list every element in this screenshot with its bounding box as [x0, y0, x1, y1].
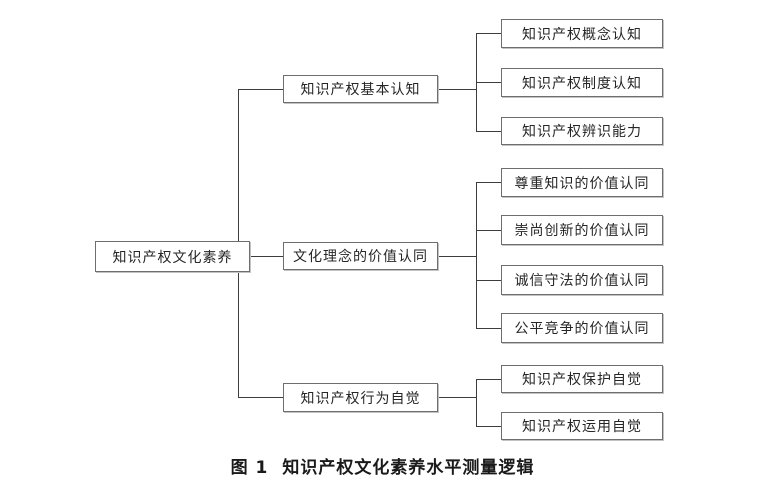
connector-line	[476, 230, 501, 231]
connector-line	[476, 426, 501, 427]
connector-line	[476, 82, 501, 83]
figure-label: 图 1	[230, 458, 269, 478]
leaf-node: 诚信守法的价值认同	[501, 265, 663, 295]
connector-line	[476, 328, 501, 329]
figure-caption: 图 1 知识产权文化素养水平测量逻辑	[0, 453, 765, 478]
root-node: 知识产权文化素养	[95, 241, 250, 272]
leaf-node: 崇尚创新的价值认同	[501, 215, 663, 245]
connector-line	[438, 397, 476, 398]
connector-line	[438, 256, 476, 257]
connector-line	[476, 280, 501, 281]
connector-line	[476, 379, 501, 380]
connector-line	[476, 131, 501, 132]
branch-node-behavior-consciousness: 知识产权行为自觉	[283, 383, 438, 412]
branch-node-basic-cognition: 知识产权基本认知	[283, 75, 438, 103]
connector-line	[238, 397, 283, 398]
connector-line	[238, 89, 283, 90]
connector-line	[476, 182, 501, 183]
branch-node-value-identity: 文化理念的价值认同	[283, 242, 438, 270]
leaf-node: 尊重知识的价值认同	[501, 168, 663, 197]
figure-title: 知识产权文化素养水平测量逻辑	[282, 458, 535, 478]
connector-line	[476, 182, 477, 329]
leaf-node: 公平竞争的价值认同	[501, 313, 663, 343]
leaf-node: 知识产权辨识能力	[501, 117, 663, 145]
connector-line	[476, 33, 501, 34]
leaf-node: 知识产权保护自觉	[501, 365, 663, 393]
leaf-node: 知识产权运用自觉	[501, 412, 663, 440]
connector-line	[250, 256, 283, 257]
leaf-node: 知识产权制度认知	[501, 68, 663, 97]
connector-line	[238, 272, 239, 397]
leaf-node: 知识产权概念认知	[501, 19, 663, 48]
connector-line	[476, 379, 477, 427]
connector-line	[238, 89, 239, 241]
connector-line	[438, 89, 476, 90]
